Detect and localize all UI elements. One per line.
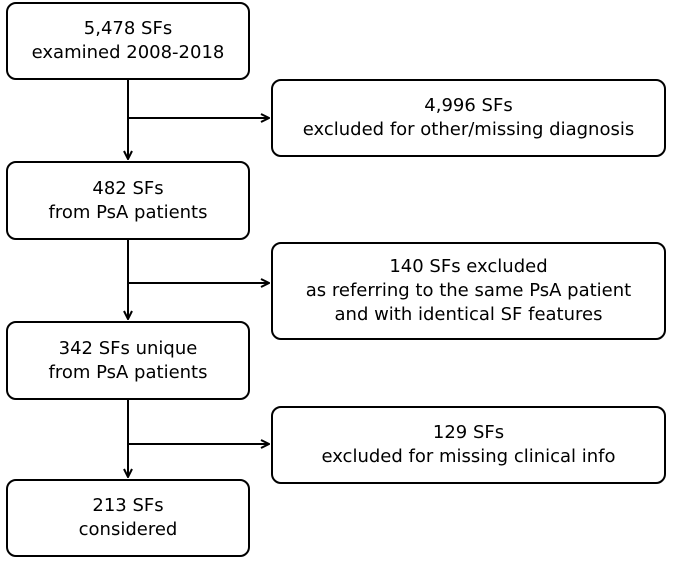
box-excluded-duplicates-line-3: and with identical SF features — [334, 304, 603, 325]
box-from-psa-patients: 482 SFs from PsA patients — [6, 161, 250, 240]
box-examined-line-2: examined 2008-2018 — [31, 42, 225, 63]
box-considered-line-1: 213 SFs — [92, 495, 164, 516]
box-unique-psa-line-2: from PsA patients — [48, 361, 208, 383]
box-from-psa-patients-line-1: 482 SFs — [92, 177, 164, 199]
box-considered-line-2: considered — [78, 519, 178, 540]
box-excluded-duplicates: 140 SFs excluded as referring to the sam… — [271, 242, 666, 340]
box-excluded-clinical-info: 129 SFs excluded for missing clinical in… — [271, 406, 666, 484]
box-excluded-diagnosis-line-2: excluded for other/missing diagnosis — [302, 119, 635, 140]
box-unique-psa-line-1: 342 SFs unique — [58, 337, 198, 359]
box-unique-psa: 342 SFs unique from PsA patients — [6, 321, 250, 400]
box-excluded-diagnosis-line-1: 4,996 SFs — [424, 95, 513, 116]
box-considered: 213 SFs considered — [6, 479, 250, 557]
box-from-psa-patients-line-2: from PsA patients — [48, 201, 208, 223]
box-excluded-diagnosis: 4,996 SFs excluded for other/missing dia… — [271, 79, 666, 157]
box-examined: 5,478 SFs examined 2008-2018 — [6, 2, 250, 80]
box-excluded-duplicates-line-1: 140 SFs excluded — [389, 256, 548, 277]
box-examined-line-1: 5,478 SFs — [83, 18, 173, 39]
box-excluded-duplicates-line-2: as referring to the same PsA patient — [305, 280, 632, 301]
box-excluded-clinical-info-line-2: excluded for missing clinical info — [321, 446, 616, 467]
box-excluded-clinical-info-line-1: 129 SFs — [432, 422, 505, 443]
